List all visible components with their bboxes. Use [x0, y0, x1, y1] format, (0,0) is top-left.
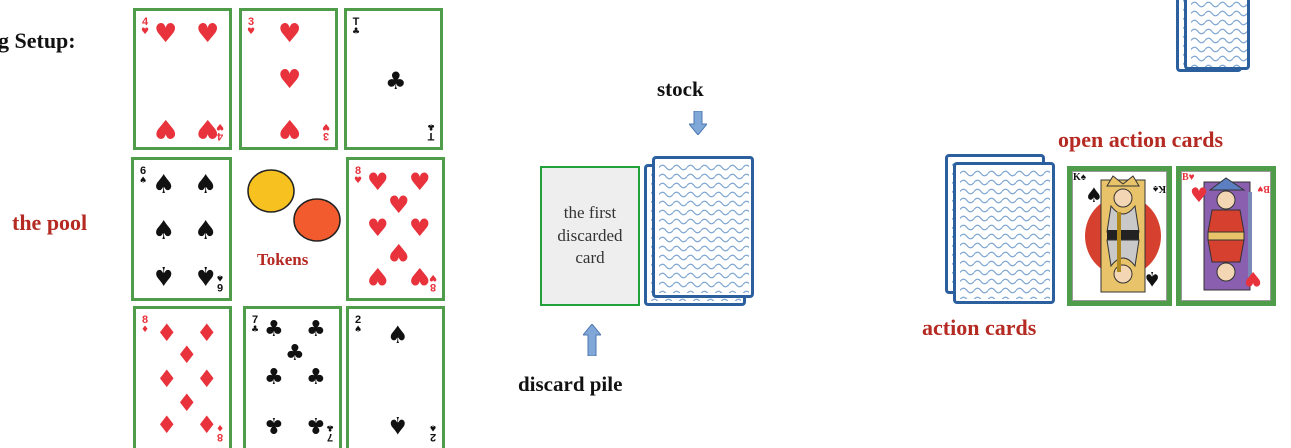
pool-card-6-spades[interactable]: 6♠ ♠ ♠ ♠ ♠ ♠ ♠ 6♠	[131, 157, 232, 301]
card-index: 7♣	[325, 422, 334, 443]
diamond-icon: ♦	[196, 319, 218, 347]
heart-icon: ♥	[367, 168, 389, 196]
diamond-icon: ♦	[196, 365, 218, 393]
orange-token[interactable]	[293, 198, 341, 242]
heart-icon: ♥	[388, 238, 410, 266]
card-back	[953, 162, 1055, 304]
yellow-token[interactable]	[247, 169, 295, 213]
pool-card-8-hearts[interactable]: 8♥ ♥ ♥ ♥ ♥ ♥ ♥ ♥ ♥ 8♥	[346, 157, 445, 301]
spade-icon: ♠	[387, 411, 409, 439]
pool-card-4-hearts[interactable]: 4♥ ♥ ♥ ♥ ♥ 4♥	[133, 8, 232, 150]
card-index: T♣	[426, 121, 435, 142]
card-index: 3♥	[247, 16, 256, 37]
card-index: 2♠	[354, 314, 363, 335]
card-index: K♠	[1152, 183, 1166, 194]
card-back	[1184, 0, 1250, 70]
stock-label: stock	[657, 77, 704, 101]
open-action-cards-label: open action cards	[1058, 127, 1223, 152]
card-index: T♣	[352, 16, 361, 37]
tokens-graphic	[247, 169, 341, 242]
discard-pile-label: discard pile	[518, 372, 623, 396]
club-icon: ♣	[285, 341, 305, 366]
open-action-card-king-spades[interactable]: K♠ ♠ ♠ K♠	[1067, 166, 1172, 306]
card-index: 4♥	[141, 16, 150, 37]
club-icon: ♣	[264, 317, 284, 342]
card-index: B♥	[1257, 183, 1270, 194]
tokens-area: Tokens	[238, 157, 342, 301]
heart-icon: ♥	[278, 113, 302, 143]
heart-icon: ♥	[278, 19, 302, 49]
open-action-card-jack-hearts[interactable]: B♥ ♥ ♥ B♥	[1176, 166, 1276, 306]
heart-icon: ♥	[367, 214, 389, 242]
card-index: 4♥	[215, 121, 224, 142]
heart-icon: ♥	[367, 262, 389, 290]
card-index: 8♥	[428, 272, 437, 293]
heart-icon: ♥	[154, 113, 178, 143]
arrow-down-icon	[689, 111, 707, 135]
club-icon: ♣	[306, 412, 326, 437]
pool-card-7-clubs[interactable]: 7♣ ♣ ♣ ♣ ♣ ♣ ♣ ♣ 7♣	[243, 306, 342, 448]
discard-pile-card[interactable]: the first discarded card	[540, 166, 640, 306]
card-index: 8♥	[354, 165, 363, 186]
card-index: 8♦	[141, 314, 150, 335]
action-cards-label: action cards	[922, 315, 1037, 340]
card-back	[652, 156, 754, 298]
card-index: 2♠	[428, 422, 437, 443]
card-index: B♥	[1182, 172, 1195, 183]
action-cards-pile[interactable]	[945, 154, 1057, 304]
club-icon: ♣	[385, 67, 407, 95]
card-face: B♥ ♥ ♥ B♥	[1181, 171, 1271, 301]
diamond-icon: ♦	[176, 341, 198, 369]
heart-icon: ♥	[409, 214, 431, 242]
club-icon: ♣	[264, 412, 284, 437]
pool-card-2-spades[interactable]: 2♠ ♠ ♠ 2♠	[346, 306, 445, 448]
diamond-icon: ♦	[156, 411, 178, 439]
jack-portrait: ♥ ♥	[1190, 177, 1262, 291]
club-icon: ♣	[264, 365, 284, 390]
card-index: 6♠	[139, 165, 148, 186]
spade-icon: ♠	[194, 216, 218, 246]
heart-icon: ♥	[278, 65, 302, 95]
diamond-icon: ♦	[176, 389, 198, 417]
heart-icon: ♥	[196, 19, 220, 49]
discard-card-text: the first discarded card	[557, 202, 623, 268]
arrow-up-icon	[583, 324, 601, 356]
card-index: 3♥	[321, 121, 330, 142]
spade-icon: ♠	[152, 170, 176, 200]
heart-icon: ♥	[154, 19, 178, 49]
spade-icon: ♠	[152, 216, 176, 246]
card-face: K♠ ♠ ♠ K♠	[1072, 171, 1167, 301]
diamond-icon: ♦	[196, 411, 218, 439]
spade-icon: ♠	[194, 260, 218, 290]
king-portrait: ♠ ♠	[1085, 175, 1161, 293]
spade-icon: ♠	[152, 260, 176, 290]
pool-label: the pool	[12, 210, 88, 235]
pool-card-3-hearts[interactable]: 3♥ ♥ ♥ ♥ 3♥	[239, 8, 338, 150]
svg-text:♥: ♥	[1190, 183, 1208, 207]
stock-pile[interactable]	[644, 156, 754, 306]
diamond-icon: ♦	[156, 319, 178, 347]
tokens-label: Tokens	[257, 250, 309, 269]
club-icon: ♣	[306, 317, 326, 342]
setup-heading: g Setup:	[0, 28, 76, 53]
heart-icon: ♥	[388, 191, 410, 219]
spade-icon: ♠	[387, 321, 409, 349]
top-right-back-stack	[1176, 0, 1250, 76]
spade-icon: ♠	[194, 170, 218, 200]
pool-card-8-diamonds[interactable]: 8♦ ♦ ♦ ♦ ♦ ♦ ♦ ♦ ♦ 8♦	[133, 306, 232, 448]
diamond-icon: ♦	[156, 365, 178, 393]
svg-text:♠: ♠	[1143, 267, 1161, 291]
pool-card-ten-clubs[interactable]: T♣ ♣ T♣	[344, 8, 443, 150]
club-icon: ♣	[306, 365, 326, 390]
svg-text:♥: ♥	[1244, 267, 1262, 291]
heart-icon: ♥	[409, 168, 431, 196]
card-index: 7♣	[251, 314, 260, 335]
heart-icon: ♥	[409, 262, 431, 290]
card-index: K♠	[1073, 172, 1087, 183]
card-index: 8♦	[215, 422, 224, 443]
card-index: 6♠	[215, 272, 224, 293]
svg-text:♠: ♠	[1085, 183, 1103, 207]
